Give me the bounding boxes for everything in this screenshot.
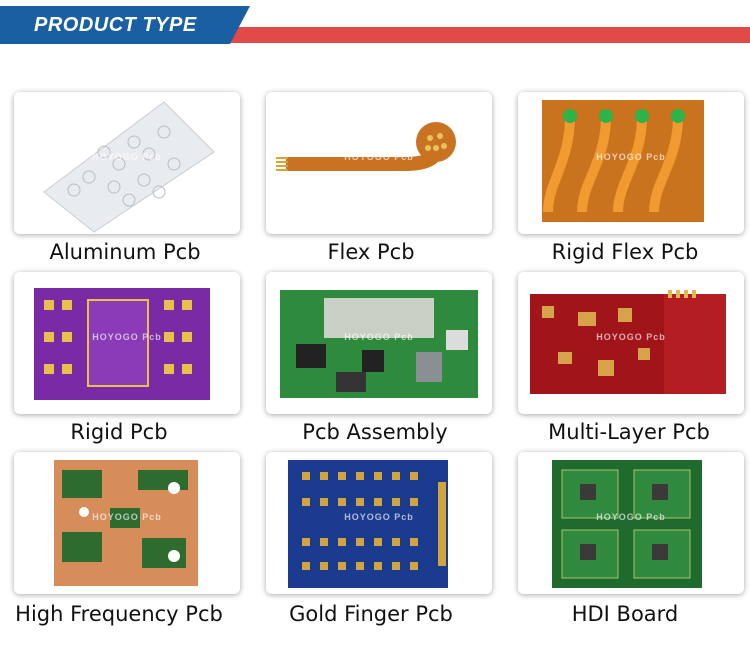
- product-label[interactable]: Gold Finger Pcb: [289, 602, 453, 626]
- product-card-high-frequency[interactable]: HOYOGO Pcb: [14, 452, 240, 594]
- rigid-pcb-image: [14, 272, 240, 414]
- product-label[interactable]: HDI Board: [571, 602, 679, 626]
- watermark: HOYOGO Pcb: [596, 512, 666, 522]
- product-label[interactable]: Rigid Flex Pcb: [551, 240, 699, 264]
- product-label[interactable]: Aluminum Pcb: [49, 240, 201, 264]
- product-card-rigid[interactable]: HOYOGO Pcb: [14, 272, 240, 414]
- rigid-flex-pcb-image: [518, 92, 744, 234]
- product-card-hdi[interactable]: HOYOGO Pcb: [518, 452, 744, 594]
- product-label[interactable]: Multi-Layer Pcb: [548, 420, 710, 444]
- watermark: HOYOGO Pcb: [344, 512, 414, 522]
- watermark: HOYOGO Pcb: [596, 152, 666, 162]
- multi-layer-pcb-image: [518, 272, 744, 414]
- product-label[interactable]: High Frequency Pcb: [15, 602, 223, 626]
- pcb-assembly-image: [266, 272, 492, 414]
- aluminum-pcb-image: [14, 92, 240, 234]
- product-card-aluminum[interactable]: HOYOGO Pcb: [14, 92, 240, 234]
- high-frequency-pcb-image: [14, 452, 240, 594]
- flex-pcb-image: [266, 92, 492, 234]
- product-card-rigid-flex[interactable]: HOYOGO Pcb: [518, 92, 744, 234]
- banner-blue-tab: [0, 6, 250, 44]
- watermark: HOYOGO Pcb: [92, 512, 162, 522]
- watermark: HOYOGO Pcb: [344, 332, 414, 342]
- section-banner: PRODUCT TYPE: [0, 0, 750, 46]
- section-title: PRODUCT TYPE: [34, 14, 197, 36]
- product-card-flex[interactable]: HOYOGO Pcb: [266, 92, 492, 234]
- banner-red-bar: [200, 27, 750, 43]
- watermark: HOYOGO Pcb: [596, 332, 666, 342]
- product-label[interactable]: Pcb Assembly: [302, 420, 448, 444]
- product-card-multilayer[interactable]: HOYOGO Pcb: [518, 272, 744, 414]
- watermark: HOYOGO Pcb: [92, 152, 162, 162]
- product-label[interactable]: Flex Pcb: [327, 240, 415, 264]
- product-card-assembly[interactable]: HOYOGO Pcb: [266, 272, 492, 414]
- product-card-gold-finger[interactable]: HOYOGO Pcb: [266, 452, 492, 594]
- watermark: HOYOGO Pcb: [344, 152, 414, 162]
- hdi-board-image: [518, 452, 744, 594]
- watermark: HOYOGO Pcb: [92, 332, 162, 342]
- product-label[interactable]: Rigid Pcb: [70, 420, 168, 444]
- gold-finger-pcb-image: [266, 452, 492, 594]
